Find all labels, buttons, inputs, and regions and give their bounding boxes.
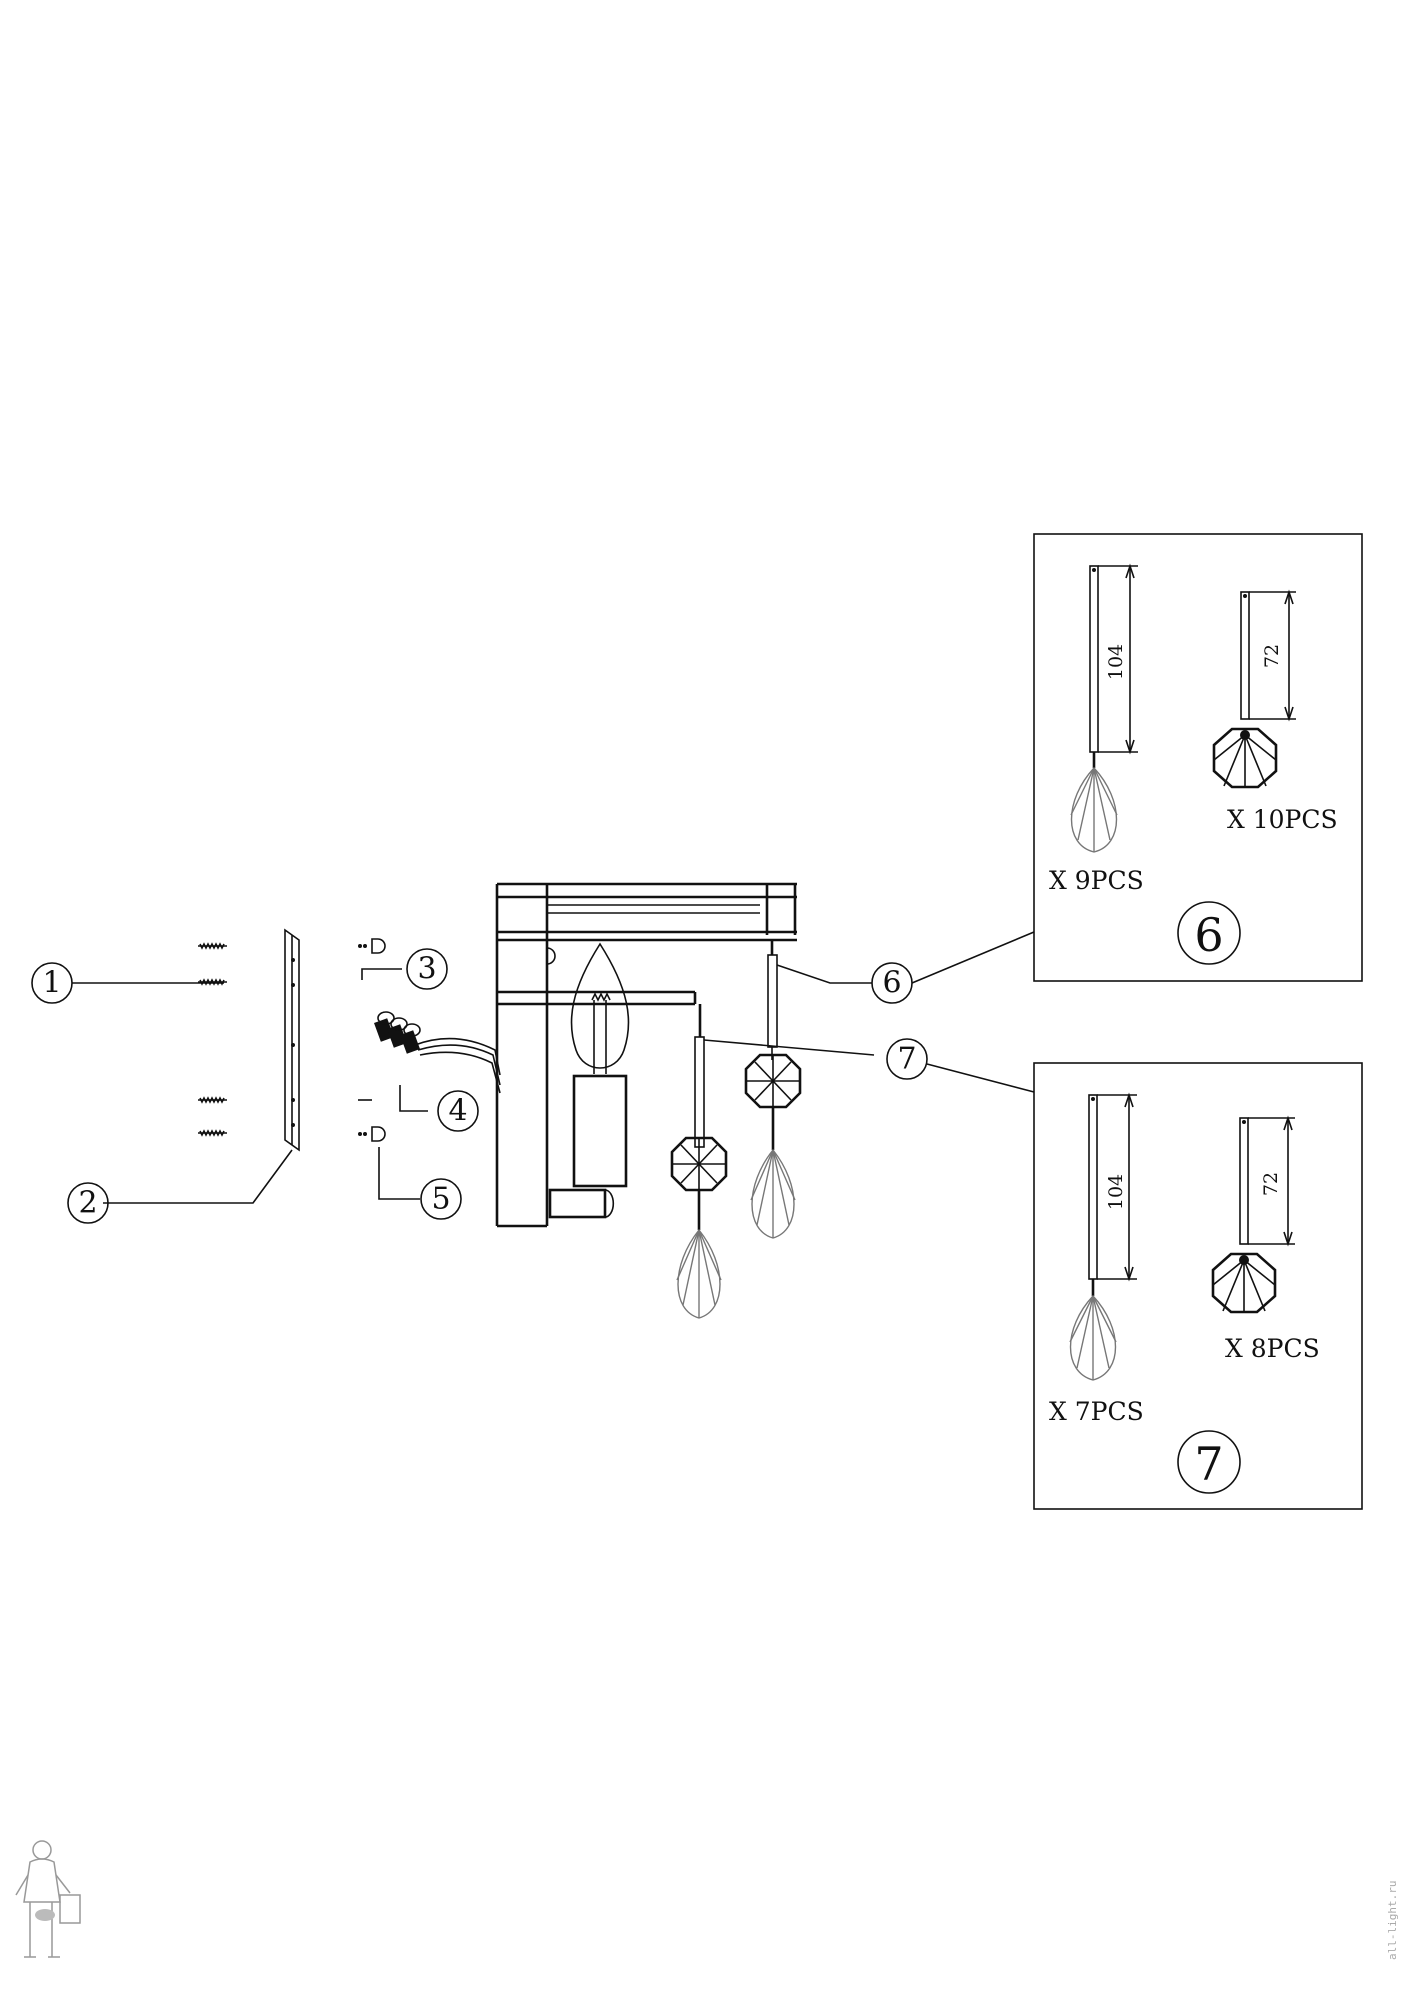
nut-part-3 — [358, 938, 402, 980]
screws-part-1 — [198, 942, 227, 1137]
callout-7: 7 — [886, 1038, 928, 1080]
box6-long-dimension: 104 — [1105, 644, 1127, 680]
crystal-strand-left — [670, 1004, 728, 1319]
callout-6: 6 — [871, 962, 913, 1004]
callout-4-label: 4 — [448, 1094, 467, 1129]
callout-1-label: 1 — [42, 966, 61, 1001]
leader-lines — [72, 931, 1035, 1204]
box7-octagon-quantity: X 8PCS — [1225, 1334, 1320, 1363]
box6-octagon-quantity: X 10PCS — [1227, 805, 1338, 834]
box7-short-dimension: 72 — [1260, 1172, 1282, 1196]
box7-long-dimension: 104 — [1105, 1174, 1127, 1210]
detail-box-6: 104 72 X 10PCS X 9PCS 6 — [1033, 533, 1363, 982]
callout-3-label: 3 — [417, 952, 436, 987]
electrician-mascot-logo — [15, 1840, 81, 1958]
terminal-connector-part-4 — [358, 1011, 501, 1101]
detail-box-7: 104 72 X 8PCS X 7PCS 7 — [1033, 1062, 1363, 1510]
crystal-strand-right — [744, 940, 802, 1239]
nut-part-5 — [358, 1126, 386, 1142]
box6-id: 6 — [1194, 908, 1223, 962]
callout-6-label: 6 — [882, 966, 901, 1001]
box6-short-dimension: 72 — [1261, 644, 1283, 668]
box6-drop-quantity: X 9PCS — [1049, 866, 1144, 895]
wall-lamp-body — [495, 882, 797, 1228]
box7-drop-quantity: X 7PCS — [1049, 1397, 1144, 1426]
box7-id: 7 — [1194, 1437, 1223, 1491]
callout-5-label: 5 — [431, 1182, 450, 1217]
callout-7-label: 7 — [897, 1042, 916, 1077]
callout-2: 2 — [67, 1182, 109, 1224]
callout-4: 4 — [437, 1090, 479, 1132]
mounting-plate-part-2 — [284, 928, 300, 1152]
watermark-text: all-light.ru — [1386, 1881, 1399, 1960]
callout-1: 1 — [31, 962, 73, 1004]
callout-5: 5 — [420, 1178, 462, 1220]
callout-3: 3 — [406, 948, 448, 990]
callout-2-label: 2 — [78, 1186, 97, 1221]
